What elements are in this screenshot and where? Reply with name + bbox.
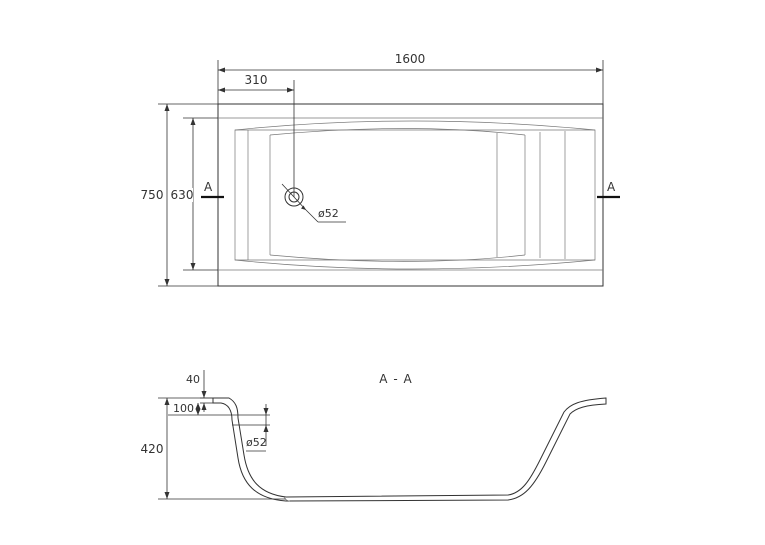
section-marker-right-label: A	[607, 180, 616, 194]
length-label: 1600	[395, 52, 426, 66]
rim-thickness-label: 40	[186, 373, 200, 386]
tub-section-profile	[212, 397, 607, 502]
depth-label: 420	[141, 442, 164, 456]
drain-diameter-label: ø52	[318, 207, 339, 220]
section-marker-left-label: A	[204, 180, 213, 194]
section-title: A - A	[379, 372, 412, 386]
overflow-diameter-label: ø52	[246, 436, 267, 449]
tub-outer-outline	[217, 103, 604, 287]
section-view: A - A 40 100 ø52 420	[141, 370, 607, 502]
overflow-offset-label: 100	[173, 402, 194, 415]
top-view: ø52 1600 310 750 630 A A	[141, 52, 620, 287]
inner-width-label: 630	[171, 188, 194, 202]
drain-offset-label: 310	[245, 73, 268, 87]
outer-width-label: 750	[141, 188, 164, 202]
